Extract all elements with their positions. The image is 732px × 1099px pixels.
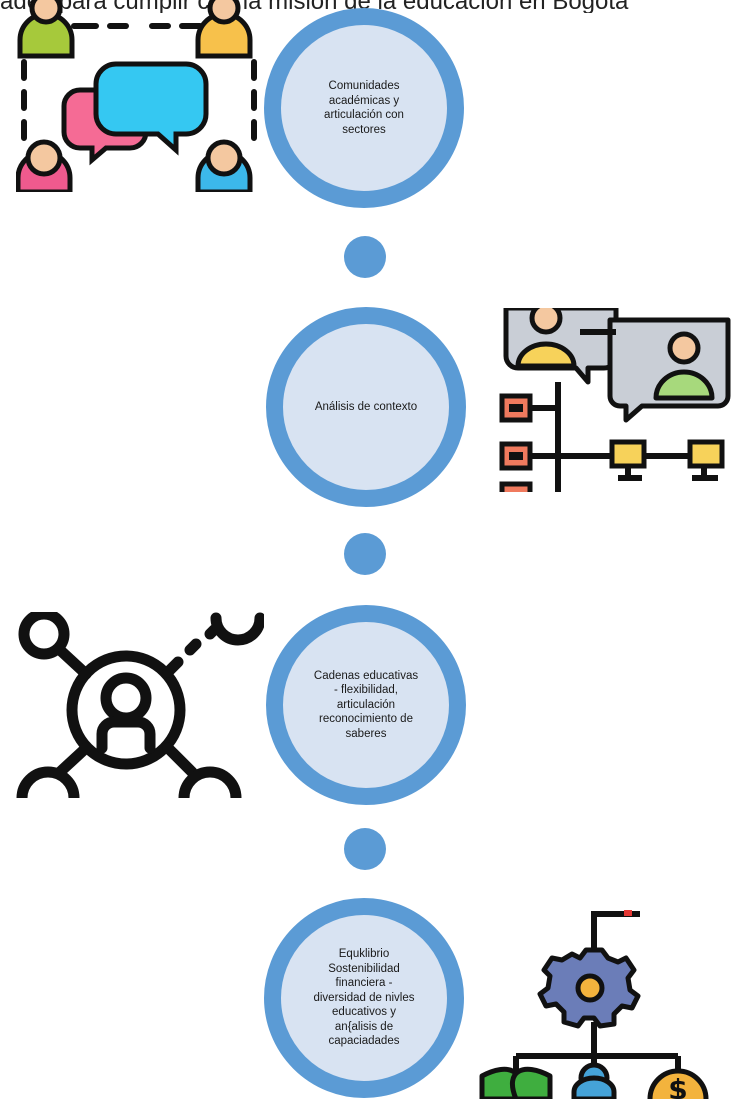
step-circle-1: Comunidades académicas y articulación co… <box>264 8 464 208</box>
svg-text:$: $ <box>668 1073 687 1099</box>
user-network-icon <box>16 612 264 798</box>
connector-dot-2 <box>344 533 386 575</box>
page-header-text: ades para cumplir con la misión de la ed… <box>0 0 732 13</box>
video-conference-network-icon <box>499 308 731 492</box>
step-label-4: Equklibrio Sostenibilidad financiera - d… <box>313 948 415 1048</box>
step-label-1: Comunidades académicas y articulación co… <box>324 80 404 136</box>
step-circle-4: Equklibrio Sostenibilidad financiera - d… <box>264 898 464 1098</box>
step-label-2: Análisis de contexto <box>314 400 418 413</box>
step-circle-3: Cadenas educativas - flexibilidad, artic… <box>266 605 466 805</box>
connector-dot-3 <box>344 828 386 870</box>
connector-dot-1 <box>344 236 386 278</box>
community-chat-icon <box>16 0 257 192</box>
step-label-3: Cadenas educativas - flexibilidad, artic… <box>313 669 419 740</box>
step-circle-2: Análisis de contexto <box>266 307 466 507</box>
organization-finance-icon: $ <box>479 910 709 1099</box>
